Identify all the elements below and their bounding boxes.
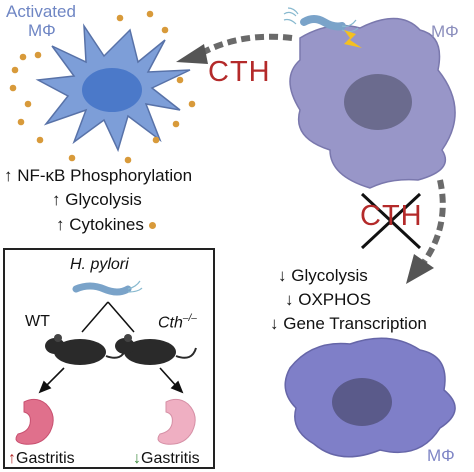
effect-oxphos-down: ↓ OXPHOS	[285, 290, 371, 310]
up-arrow-icon: ↑	[56, 215, 65, 234]
mouse-model-inset	[3, 248, 215, 469]
effect-transcription-down: ↓ Gene Transcription	[270, 314, 427, 334]
pathogen-label: H. pylori	[70, 256, 129, 273]
down-arrow-icon: ↓	[270, 314, 279, 333]
resting-nucleus	[344, 74, 412, 130]
wt-mouse	[45, 334, 127, 365]
ko-superscript: –/–	[182, 313, 197, 324]
effect-text: Gene Transcription	[283, 314, 427, 333]
down-arrow-icon: ↓	[278, 266, 287, 285]
cth-knockout-label: Cth–/–	[158, 313, 197, 332]
h-pylori-bacterium	[283, 7, 359, 33]
cytokine-dot-icon	[148, 222, 156, 230]
cth-label: CTH	[208, 56, 271, 88]
ko-gene-text: Cth	[158, 314, 183, 332]
lightning-icon	[344, 30, 362, 48]
down-arrow-icon: ↓	[133, 450, 141, 467]
knockout-nucleus	[332, 378, 392, 426]
resting-macrophage-label: MΦ	[431, 22, 459, 41]
effect-glycolysis-up: ↑ Glycolysis	[52, 190, 142, 210]
activated-label: Activated	[6, 2, 76, 21]
cth-crossed-label: CTH	[360, 200, 423, 232]
activated-macrophage	[35, 23, 191, 153]
effect-cytokines: ↑ Cytokines	[56, 215, 156, 235]
up-arrow-icon: ↑	[52, 190, 61, 209]
activated-nucleus	[82, 68, 142, 112]
effect-text: Cytokines	[69, 215, 144, 234]
activated-mphi-label: MΦ	[28, 21, 56, 40]
inset-bacterium	[72, 280, 143, 296]
cytokine-dots	[9, 10, 196, 164]
inset-arrows	[38, 367, 184, 394]
cth-cross-icon	[360, 192, 422, 250]
effect-text: Glycolysis	[65, 190, 142, 209]
wt-outcome: ↑Gastritis	[8, 450, 75, 468]
knockout-macrophage	[284, 337, 456, 458]
down-arrow-icon: ↓	[285, 290, 294, 309]
up-arrow-icon: ↑	[8, 450, 16, 467]
arrow-to-knockout	[406, 179, 446, 284]
ko-outcome: ↓Gastritis	[133, 450, 200, 468]
arrow-to-activated	[176, 33, 293, 64]
inflamed-stomach-icon	[15, 398, 54, 445]
effect-text: Glycolysis	[291, 266, 368, 285]
outcome-text: Gastritis	[16, 450, 75, 467]
inset-branch	[81, 301, 135, 333]
resting-macrophage	[289, 17, 456, 189]
ko-mouse	[115, 334, 197, 365]
effect-text: OXPHOS	[298, 290, 371, 309]
knockout-macrophage-label: MΦ	[427, 446, 455, 465]
effect-glycolysis-down: ↓ Glycolysis	[278, 266, 368, 286]
up-arrow-icon: ↑	[4, 166, 13, 185]
effect-text: NF-κB Phosphorylation	[17, 166, 193, 185]
wt-label: WT	[25, 313, 50, 330]
effect-nfkb: ↑ NF-κB Phosphorylation	[4, 166, 192, 186]
healthy-stomach-icon	[157, 398, 196, 445]
outcome-text: Gastritis	[141, 450, 200, 467]
